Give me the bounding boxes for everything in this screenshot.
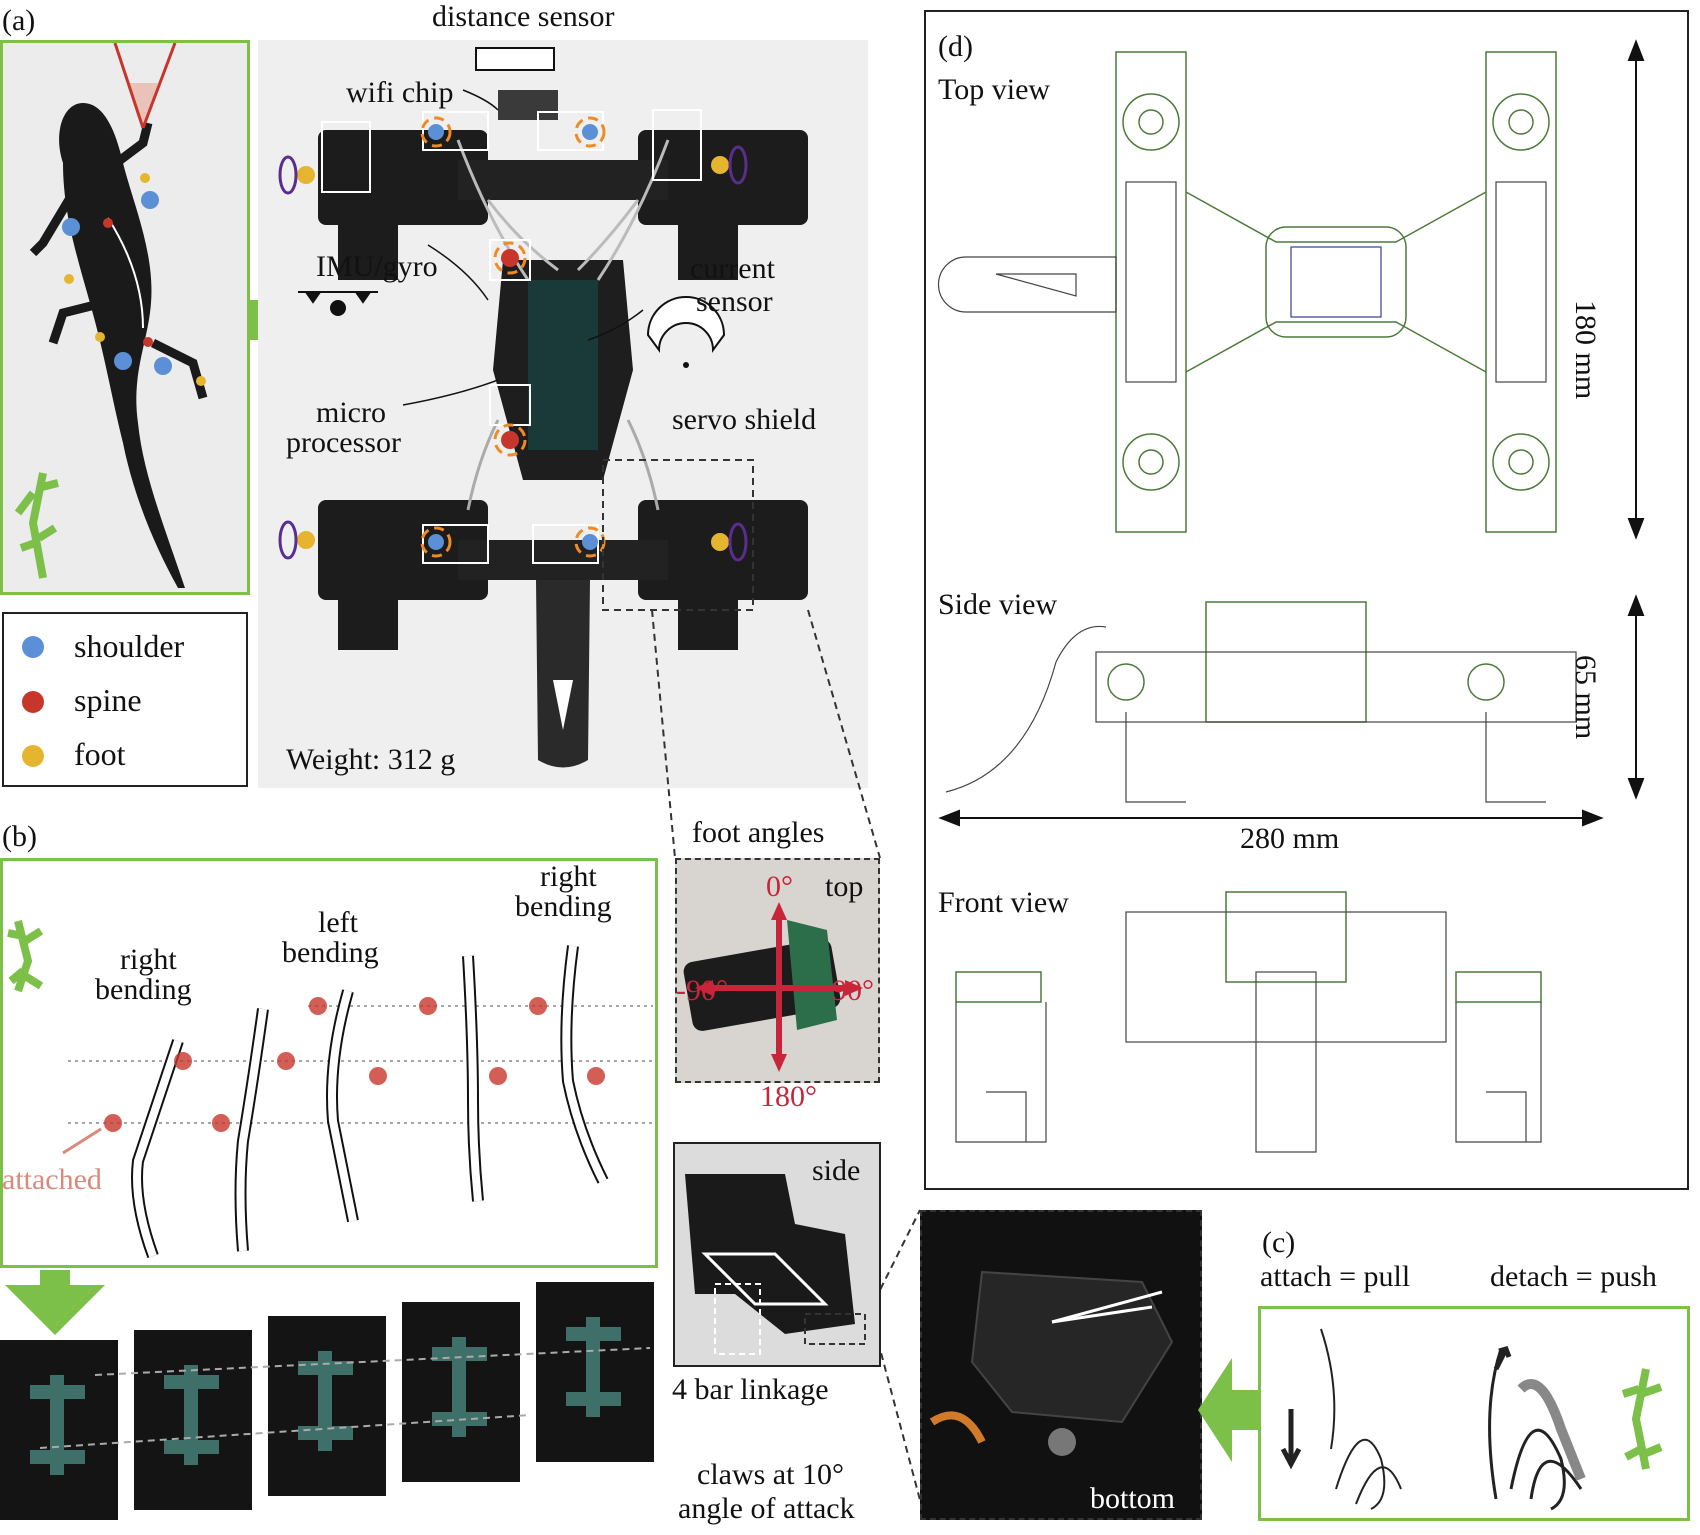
legend-dot-shoulder	[22, 636, 44, 658]
label-attached: attached	[2, 1163, 102, 1196]
side-photo	[673, 1142, 881, 1367]
sequence-frame-3	[268, 1316, 386, 1496]
label-side-view: Side view	[938, 588, 1058, 621]
label-front-view: Front view	[938, 886, 1069, 919]
label-dim-280: 280 mm	[1240, 822, 1340, 855]
label-current: current	[690, 252, 775, 285]
legend-dot-spine	[22, 691, 44, 713]
label-wifi-chip: wifi chip	[346, 76, 454, 109]
side-label: side	[812, 1154, 861, 1187]
foot-angles-drawing	[683, 902, 863, 1072]
label-left-bending-a: left	[318, 906, 358, 939]
label-dim-180: 180 mm	[1569, 300, 1602, 400]
sequence-frame-4	[402, 1302, 520, 1482]
label-sensor: sensor	[696, 285, 773, 318]
bottom-label: bottom	[1090, 1482, 1176, 1515]
legend: shoulder spine foot	[2, 612, 248, 787]
gait-box	[0, 858, 658, 1268]
side-photo-drawing	[685, 1174, 866, 1355]
robot-top-photo	[258, 40, 868, 788]
label-processor: processor	[286, 426, 401, 459]
legend-dot-foot	[22, 745, 44, 767]
panel-d-letter: (d)	[938, 30, 973, 63]
legend-foot: foot	[74, 736, 126, 772]
label-top-view: Top view	[938, 73, 1051, 106]
panel-c-letter: (c)	[1262, 1226, 1296, 1259]
claw-sketches	[1280, 1328, 1663, 1511]
label-servo-shield: servo shield	[672, 403, 817, 436]
legend-shoulder: shoulder	[74, 628, 185, 664]
gecko-photo-box	[0, 40, 250, 595]
cad-drawings	[937, 39, 1645, 1153]
label-detach-push: detach = push	[1490, 1260, 1657, 1293]
foot-angle-180: 180°	[760, 1080, 817, 1113]
legend-spine: spine	[74, 682, 142, 718]
cad-box	[924, 10, 1689, 1190]
label-left-bending-b: bending	[282, 936, 379, 969]
label-right-bending-1b: bending	[95, 973, 192, 1006]
label-right-bending-2a: right	[540, 860, 597, 893]
robot-drawing	[278, 47, 808, 768]
foot-angle-neg90: -90°	[676, 974, 728, 1007]
sequence-frame-5	[536, 1282, 654, 1462]
label-distance-sensor: distance sensor	[432, 0, 615, 33]
foot-angles-photo	[675, 858, 880, 1083]
bottom-caption-2: angle of attack	[678, 1492, 855, 1525]
label-right-bending-1a: right	[120, 943, 177, 976]
label-imu-gyro: IMU/gyro	[316, 250, 438, 283]
sequence-frame-2	[134, 1330, 252, 1510]
foot-angles-title: foot angles	[692, 816, 825, 849]
label-right-bending-2b: bending	[515, 890, 612, 923]
label-attach-pull: attach = pull	[1260, 1260, 1411, 1293]
foot-angle-0: 0°	[766, 870, 793, 903]
label-dim-65: 65 mm	[1569, 655, 1602, 740]
bottom-caption-1: claws at 10°	[697, 1458, 844, 1491]
side-caption: 4 bar linkage	[672, 1373, 829, 1406]
gait-drawings	[7, 920, 653, 1259]
bottom-photo-drawing	[929, 1270, 1174, 1456]
foot-angle-90: 90°	[832, 974, 874, 1007]
bottom-photo	[920, 1210, 1202, 1520]
label-weight: Weight: 312 g	[286, 743, 456, 776]
panel-a-letter: (a)	[2, 4, 36, 37]
foot-angle-top-label: top	[825, 870, 864, 903]
sequence-frame-1	[0, 1340, 118, 1520]
label-micro: micro	[316, 396, 386, 429]
gecko-silhouette	[14, 43, 208, 588]
claw-sketch-box	[1258, 1306, 1690, 1521]
panel-b-letter: (b)	[2, 820, 37, 853]
